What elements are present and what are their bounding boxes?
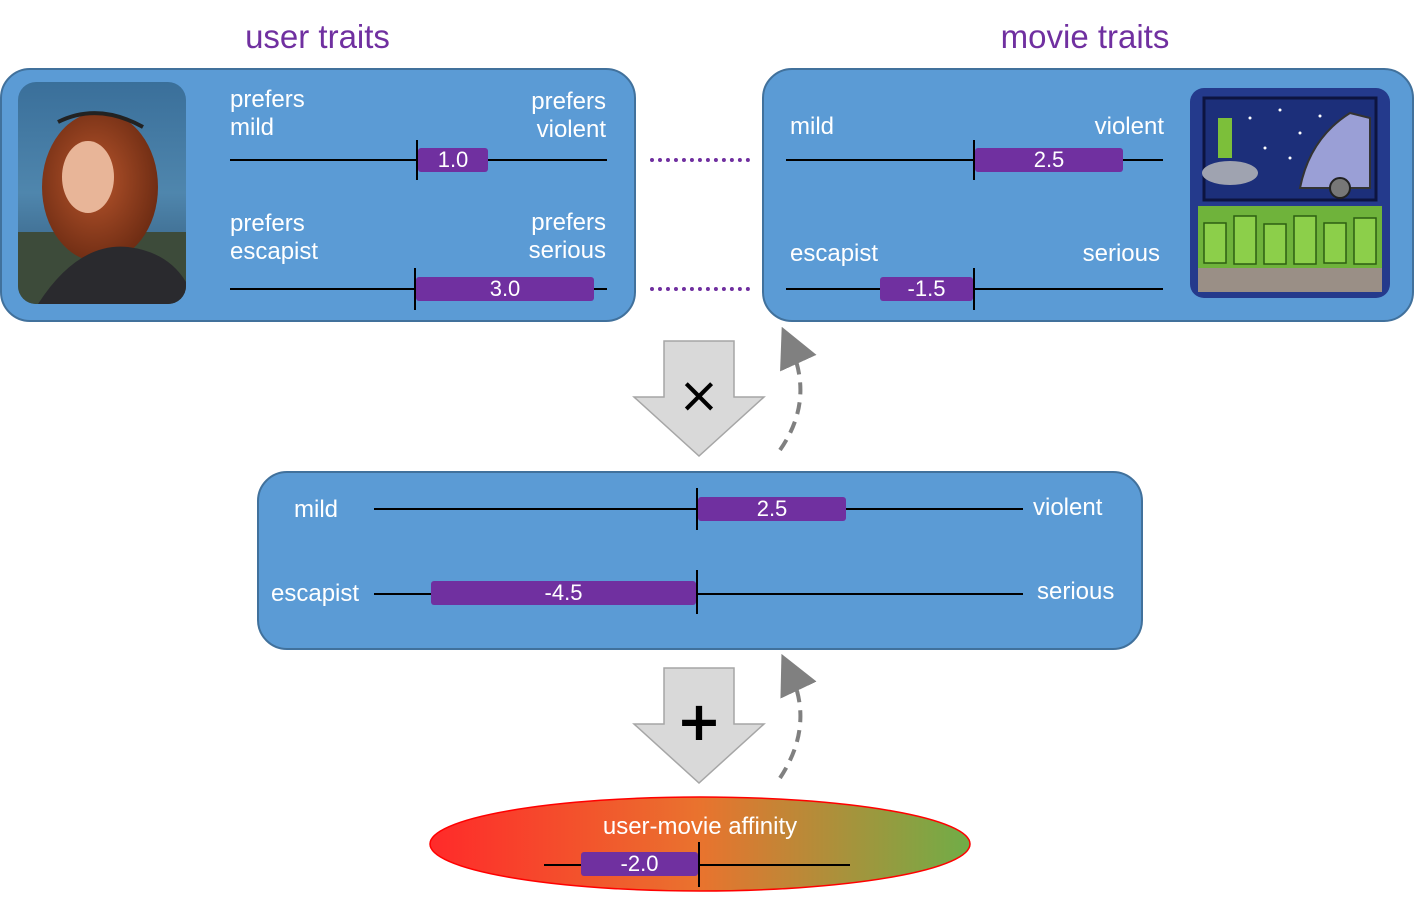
user-trait2-zero-tick [414, 268, 416, 310]
movie-trait2-value-bar: -1.5 [880, 277, 973, 301]
product-trait2-zero-tick [696, 570, 698, 614]
movie-trait1-zero-tick [973, 140, 975, 180]
user-trait2-right-label: prefers serious [528, 209, 606, 264]
movie-traits-heading: movie traits [1000, 18, 1170, 55]
movie-trait2-left-label: escapist [790, 240, 879, 267]
add-arrow-icon [632, 667, 766, 785]
user-trait1-zero-tick [416, 140, 418, 180]
multiply-arrow-icon [632, 340, 766, 458]
user-trait1-value-bar: 1.0 [418, 148, 488, 172]
affinity-zero-tick [698, 842, 700, 887]
movie-trait1-value-bar: 2.5 [975, 148, 1123, 172]
movie-trait2-right-label: serious [1082, 240, 1160, 267]
user-traits-heading: user traits [245, 18, 390, 55]
user-trait2-value-bar: 3.0 [416, 277, 594, 301]
product-trait2-left-label: escapist [271, 580, 360, 607]
product-trait1-left-label: mild [294, 496, 339, 523]
movie-poster [1190, 88, 1390, 298]
product-trait1-value-bar: 2.5 [698, 497, 846, 521]
affinity-label: user-movie affinity [602, 813, 798, 840]
trait2-connector [650, 287, 750, 291]
user-photo [18, 82, 186, 304]
movie-trait1-left-label: mild [790, 113, 835, 140]
product-trait1-zero-tick [696, 488, 698, 530]
user-trait2-left-label: prefers escapist [230, 210, 319, 265]
trait1-connector [650, 158, 750, 162]
user-trait1-right-label: prefers violent [531, 88, 606, 143]
movie-trait2-zero-tick [973, 268, 975, 310]
add-operator: + [676, 690, 722, 753]
product-trait2-axis [374, 593, 1023, 595]
user-trait1-left-label: prefers mild [230, 86, 305, 141]
product-trait2-right-label: serious [1037, 578, 1115, 605]
multiply-operator: × [678, 366, 720, 424]
affinity-value-bar: -2.0 [581, 852, 698, 876]
product-trait1-right-label: violent [1033, 494, 1103, 521]
movie-trait1-right-label: violent [1094, 113, 1164, 140]
product-trait2-value-bar: -4.5 [431, 581, 696, 605]
